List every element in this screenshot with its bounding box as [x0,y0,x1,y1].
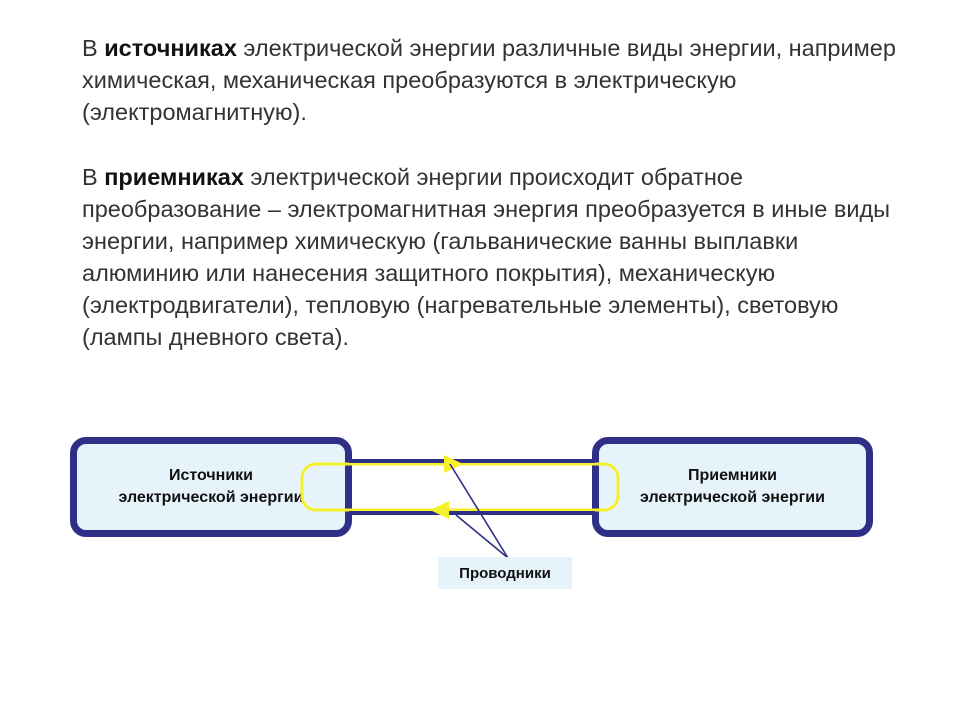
arrow-left-icon [430,501,449,519]
pointer-line-bottom [455,514,509,559]
receivers-label-line2: электрической энергии [640,489,825,506]
paragraph-sources-bold: источниках [104,35,237,61]
paragraph-receivers: В приемниках электрической энергии проис… [82,161,902,353]
paragraph-sources-pre: В [82,35,105,61]
paragraph-sources: В источниках электрической энергии разли… [82,32,902,128]
sources-label: Источники электрической энергии [119,465,304,509]
conductors-label: Проводники [438,557,572,589]
paragraph-receivers-rest: электрической энергии происходит обратно… [82,164,891,350]
paragraph-sources-rest: электрической энергии различные виды эне… [82,35,896,125]
paragraph-receivers-pre: В [82,164,105,190]
receivers-label-line1: Приемники [688,467,777,484]
pointer-line-top [449,463,509,559]
receivers-label: Приемники электрической энергии [640,465,825,509]
sources-label-line1: Источники [168,467,253,484]
sources-label-line2: электрической энергии [118,489,304,506]
sources-box: Источники электрической энергии [70,437,352,537]
receivers-box: Приемники электрической энергии [592,437,873,537]
arrow-right-icon [444,455,463,473]
paragraph-receivers-bold: приемниках [104,164,244,190]
